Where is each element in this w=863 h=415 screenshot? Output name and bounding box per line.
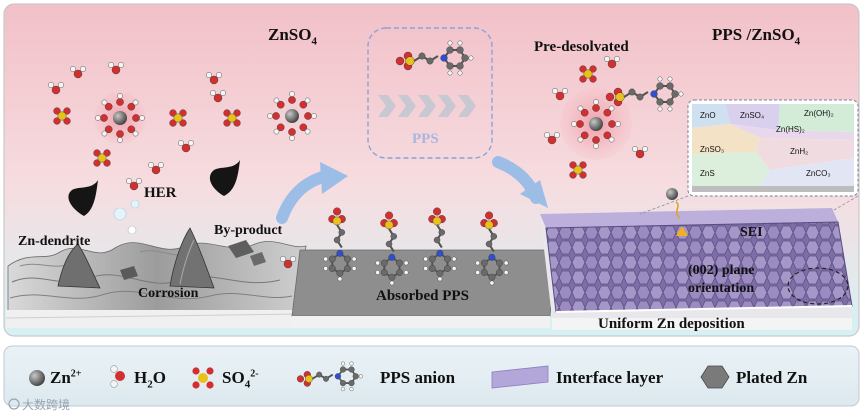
watermark-text: 大数跨境: [22, 398, 71, 412]
sulfate-icon: [579, 65, 597, 83]
legend-plated-label: Plated Zn: [736, 368, 808, 387]
water-molecule-icon: [125, 177, 142, 191]
pps-molecule-icon: [605, 76, 684, 112]
pps-molecule-icon: [296, 361, 363, 392]
water-molecule-icon: [107, 62, 124, 75]
water-molecule-icon: [205, 71, 222, 85]
sei-component-zns: ZnS: [700, 169, 715, 178]
sei-label: SEI: [740, 225, 763, 240]
her-gas-comet: [68, 180, 98, 216]
zn-ion-icon: [29, 370, 45, 386]
solvation-shell: [267, 91, 317, 141]
pps-molecule-icon: [395, 40, 474, 76]
sei-component-znhs2: Zn(HS)₂: [776, 125, 805, 134]
plane-label-line2: orientation: [688, 281, 755, 296]
zn-ion-icon: [589, 117, 603, 131]
water-molecule-icon: [48, 81, 65, 95]
water-molecule-icon: [280, 256, 297, 269]
curved-arrow-1: [276, 170, 332, 224]
panel1-title-sub: 4: [311, 35, 317, 48]
legend-zn-sup: 2+: [70, 368, 82, 380]
water-molecule-icon: [632, 145, 649, 159]
panel3-graphics: [540, 88, 859, 330]
sei-interface-layer: [540, 208, 838, 228]
legend-so4-sub: 4: [244, 378, 251, 391]
absorbed-pps-label: Absorbed PPS: [376, 288, 469, 304]
zn-ion-icon: [113, 111, 127, 125]
sulfate-icon: [223, 109, 241, 127]
zn-dendrite-shape: [57, 243, 101, 289]
sei-component-zno: ZnO: [700, 111, 716, 120]
solvation-shell: [95, 93, 145, 143]
panel2-graphics: [276, 27, 557, 328]
legend-zn-label: Zn2+: [50, 369, 82, 386]
by-product-label: By-product: [214, 223, 283, 238]
legend-h2o-label: H2O: [134, 369, 166, 390]
panel3-title-main: PPS /ZnSO: [712, 25, 795, 44]
interface-layer-icon: [491, 365, 549, 389]
zn-dendrite-label: Zn-dendrite: [18, 234, 91, 249]
pps-molecule-icon: [375, 211, 409, 286]
pps-molecule-icon: [423, 207, 457, 282]
legend-pps-anion-label: PPS anion: [380, 368, 456, 387]
water-molecule-icon: [110, 365, 125, 388]
sei-component-znco3: ZnCO₃: [806, 169, 831, 178]
water-molecule-icon: [69, 65, 86, 79]
water-molecule-icon: [604, 56, 621, 69]
legend-panel: [3, 345, 860, 407]
solvation-shell: [571, 99, 621, 149]
water-molecule-icon: [544, 131, 561, 145]
legend-so4-main: SO: [222, 368, 245, 387]
legend-so4-sup: 2-: [250, 368, 259, 380]
her-label: HER: [144, 185, 177, 201]
panel3-title: PPS /ZnSO4: [712, 26, 800, 47]
pre-desolvated-label: Pre-desolvated: [534, 39, 629, 55]
pps-molecule-icon: [323, 207, 357, 282]
panel1-title-main: ZnSO: [268, 25, 312, 44]
legend-graphics: [29, 365, 730, 389]
legend-h2o-a: H: [134, 368, 148, 387]
panel1-graphics: [5, 92, 307, 328]
legend-zn-main: Zn: [50, 368, 71, 387]
sulfate-icon: [53, 107, 71, 125]
water-molecule-icon: [147, 161, 164, 175]
sulfate-icon: [192, 367, 214, 389]
pps-molecule-icon: [475, 211, 509, 286]
panel3-title-sub: 4: [794, 35, 801, 48]
uniform-deposition-label: Uniform Zn deposition: [598, 316, 745, 332]
sulfate-icon: [169, 109, 187, 127]
sulfate-icon: [569, 161, 587, 179]
zn-ion-icon: [285, 109, 299, 123]
pps-desolvation-box: [367, 27, 493, 159]
sulfate-icon: [93, 149, 111, 167]
legend-so4-label: SO42-: [222, 369, 259, 390]
legend-interface-label: Interface layer: [556, 368, 664, 387]
pps-box-label: PPS: [412, 131, 439, 147]
panel1-title: ZnSO4: [268, 26, 317, 47]
corrosion-label: Corrosion: [138, 286, 199, 301]
sei-component-znso3: ZnSO₃: [700, 145, 725, 154]
water-molecule-icon: [209, 89, 226, 103]
plane-label-line1: (002) plane: [688, 263, 755, 278]
legend-h2o-sub: 2: [147, 378, 153, 391]
sei-component-znoh2: Zn(OH)₂: [804, 109, 834, 118]
legend-h2o-b: O: [152, 368, 166, 387]
water-molecule-icon: [552, 87, 569, 101]
plated-zn-hexagon-icon: [700, 365, 730, 389]
sei-component-znh2: ZnH₂: [790, 147, 809, 156]
water-molecule-icon: [177, 139, 194, 153]
sei-component-znso4: ZnSO₄: [740, 111, 765, 120]
